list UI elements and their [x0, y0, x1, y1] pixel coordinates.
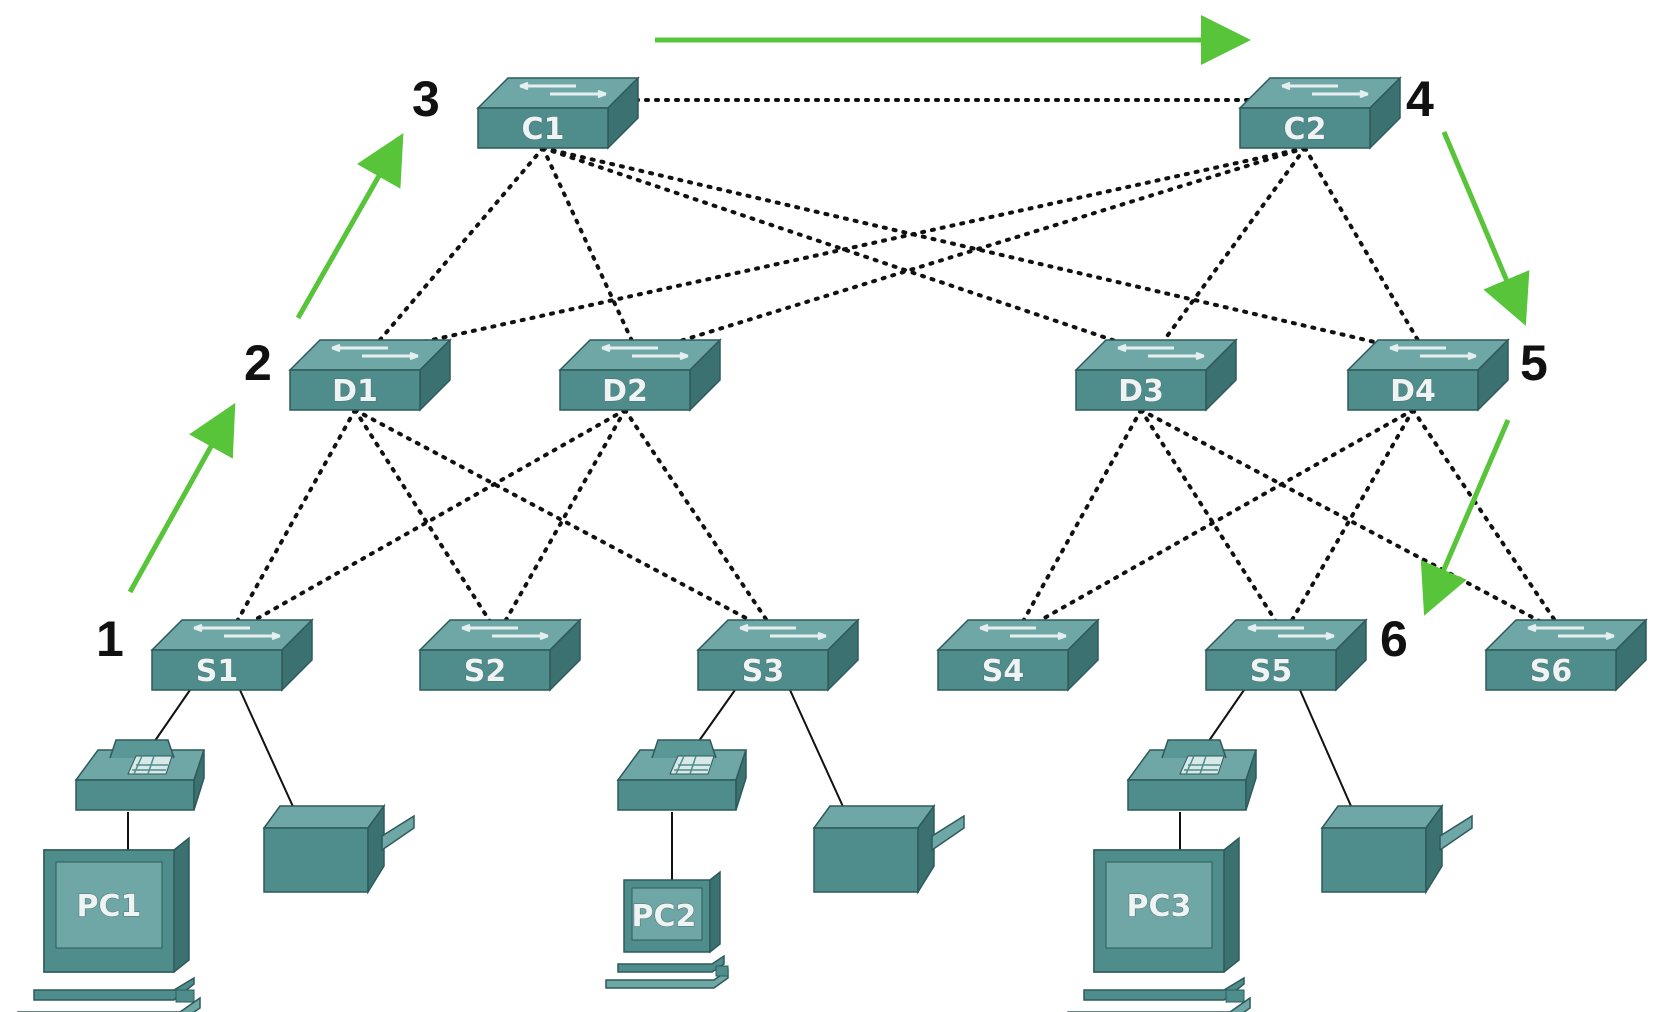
switch-S3: S3 — [696, 618, 860, 692]
link-C2-D1 — [366, 146, 1307, 356]
step-label-2: 2 — [244, 335, 272, 391]
link-C1-D2 — [541, 146, 640, 356]
path-arrow-2-3 — [295, 132, 404, 320]
link-D4-S6 — [1411, 408, 1566, 636]
switch-label-S5: S5 — [1250, 654, 1292, 689]
step-label-4: 4 — [1406, 71, 1434, 127]
switch-label-C2: C2 — [1284, 112, 1327, 147]
path-arrow-4-5 — [1441, 131, 1530, 326]
switch-label-D3: D3 — [1118, 374, 1164, 409]
path-arrow-5-6 — [1420, 419, 1511, 616]
switch-label-S3: S3 — [742, 654, 784, 689]
pc-label-PC3: PC3 — [1127, 889, 1192, 924]
switch-C2: C2 — [1238, 76, 1402, 150]
switch-S5: S5 — [1204, 618, 1368, 692]
lan-link-S1-1 — [239, 689, 301, 823]
printer-1 — [263, 805, 415, 893]
link-D1-S1 — [228, 408, 357, 636]
switch-S1: S1 — [150, 618, 314, 692]
link-C1-D3 — [541, 146, 1156, 356]
link-D2-S3 — [623, 408, 778, 636]
lan-link-S1-0 — [149, 689, 191, 749]
link-D4-S4 — [1014, 408, 1415, 636]
step-label-3: 3 — [412, 71, 440, 127]
link-D1-S3 — [353, 408, 778, 636]
step-label-6: 6 — [1380, 611, 1408, 667]
lan-link-S5-4 — [1203, 689, 1245, 749]
pc-2: PC2 — [605, 870, 729, 989]
switch-label-D4: D4 — [1390, 374, 1436, 409]
switch-label-S2: S2 — [464, 654, 506, 689]
lan-link-S3-2 — [693, 689, 736, 749]
link-C2-D2 — [636, 146, 1307, 356]
pc-label-PC2: PC2 — [632, 899, 697, 934]
switch-label-S1: S1 — [196, 654, 238, 689]
step-label-1: 1 — [96, 611, 124, 667]
link-C2-D4 — [1303, 146, 1428, 356]
switch-label-D2: D2 — [602, 374, 648, 409]
pc-label-PC1: PC1 — [77, 889, 142, 924]
lan-link-S3-3 — [789, 689, 851, 823]
link-C2-D3 — [1152, 146, 1307, 356]
lan-link-S5-5 — [1299, 689, 1359, 823]
link-D1-S2 — [353, 408, 500, 636]
switch-D4: D4 — [1346, 338, 1510, 412]
switch-label-D1: D1 — [332, 374, 378, 409]
path-arrows — [127, 15, 1530, 616]
switch-label-S4: S4 — [982, 654, 1024, 689]
switch-S4: S4 — [936, 618, 1100, 692]
printer-3 — [1321, 805, 1473, 893]
switch-S2: S2 — [418, 618, 582, 692]
link-D3-S6 — [1139, 408, 1566, 636]
endpoints-layer: PC1 PC2 PC3 — [17, 739, 1473, 1012]
lan-links-layer — [127, 689, 1359, 880]
switch-D2: D2 — [558, 338, 722, 412]
pc-1: PC1 — [17, 836, 201, 1012]
pc-3: PC3 — [1067, 836, 1251, 1012]
switch-label-S6: S6 — [1530, 654, 1572, 689]
switch-D1: D1 — [288, 338, 452, 412]
link-C1-D1 — [366, 146, 545, 356]
link-D3-S4 — [1014, 408, 1143, 636]
ip-phone-2 — [617, 739, 747, 811]
switch-S6: S6 — [1484, 618, 1648, 692]
link-D2-S1 — [228, 408, 627, 636]
ip-phone-3 — [1127, 739, 1257, 811]
step-numbers: 1 2 3 4 5 6 — [96, 71, 1548, 667]
switch-C1: C1 — [476, 76, 640, 150]
link-C1-D4 — [541, 146, 1428, 356]
switch-D3: D3 — [1074, 338, 1238, 412]
link-D2-S2 — [496, 408, 627, 636]
step-label-5: 5 — [1520, 335, 1548, 391]
path-arrow-1-2 — [127, 402, 236, 594]
printer-2 — [813, 805, 965, 893]
ip-phone-1 — [75, 739, 205, 811]
link-D4-S5 — [1282, 408, 1415, 636]
links-layer — [228, 98, 1566, 636]
switch-label-C1: C1 — [522, 112, 565, 147]
